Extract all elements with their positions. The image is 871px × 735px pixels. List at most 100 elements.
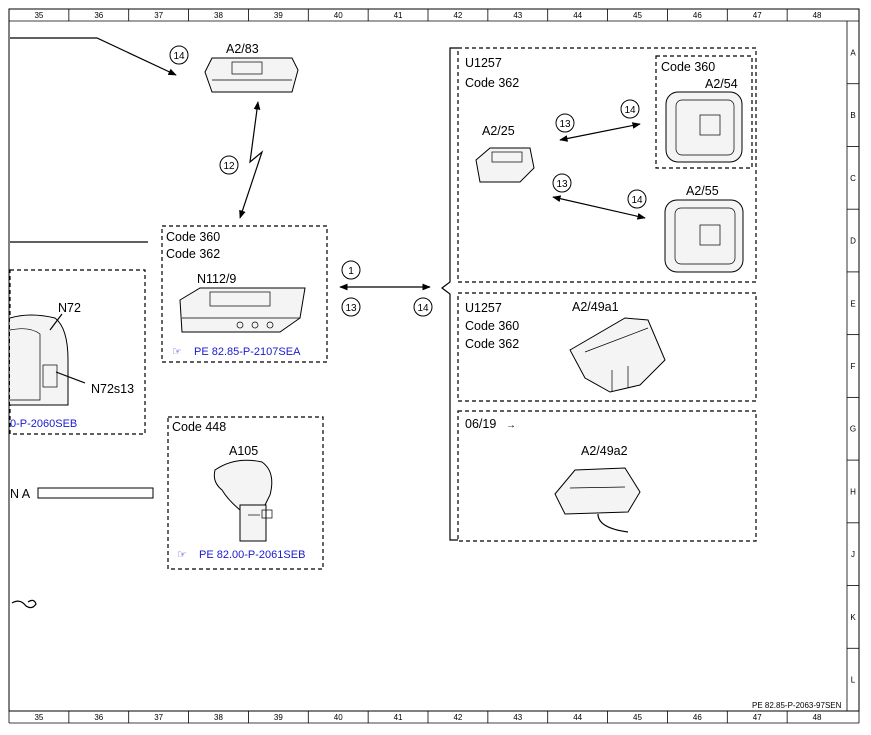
ruler-col-37: 37	[154, 11, 163, 20]
n112-9-code-2: Code 362	[166, 247, 220, 261]
u1257-mid-title: U1257	[465, 301, 502, 315]
ruler-col-44: 44	[573, 713, 582, 722]
svg-text:1: 1	[348, 266, 354, 277]
ruler-col-41: 41	[394, 11, 403, 20]
u1257-top-code: Code 362	[465, 76, 519, 90]
cable-end	[11, 599, 37, 609]
ruler-col-47: 47	[753, 11, 762, 20]
a2-83-component: A2/83	[204, 42, 299, 93]
ruler-row-G: G	[850, 425, 856, 434]
n72-ref: 0-P-2060SEB	[10, 418, 77, 430]
ruler-col-43: 43	[513, 11, 522, 20]
ruler-col-39: 39	[274, 11, 283, 20]
ruler-col-38: 38	[214, 11, 223, 20]
ruler-col-38: 38	[214, 713, 223, 722]
ruler-col-44: 44	[573, 11, 582, 20]
n72s13-label: N72s13	[91, 382, 134, 396]
connection-13-a	[555, 113, 575, 133]
svg-text:14: 14	[624, 105, 636, 116]
a105-selector-lever	[213, 459, 273, 542]
ruler-col-41: 41	[394, 713, 403, 722]
a105-box	[167, 416, 324, 570]
ruler-col-39: 39	[274, 713, 283, 722]
ruler-row-E: E	[850, 299, 855, 308]
ref-hand-icon: ☞	[172, 346, 182, 358]
ruler-row-H: H	[850, 487, 856, 496]
a2-25-label: A2/25	[482, 124, 515, 138]
svg-text:13: 13	[556, 179, 568, 190]
n112-9-label: N112/9	[197, 272, 236, 286]
incoming-line-a2-83	[10, 37, 177, 76]
ruler-col-45: 45	[633, 11, 642, 20]
connection-13	[341, 297, 361, 317]
svg-text:13: 13	[559, 119, 571, 130]
ref-hand-icon-2: ☞	[177, 549, 187, 561]
ruler-col-47: 47	[753, 713, 762, 722]
link-13-14-a	[559, 122, 641, 142]
ruler-col-46: 46	[693, 713, 702, 722]
a2-55-label: A2/55	[686, 184, 719, 198]
svg-text:14: 14	[173, 51, 185, 62]
ruler-col-37: 37	[154, 713, 163, 722]
a2-49a2-component	[554, 467, 641, 533]
ruler-col-35: 35	[34, 713, 43, 722]
a2-49a1-component	[569, 317, 666, 393]
ruler-col-48: 48	[813, 11, 822, 20]
a2-55-component	[664, 199, 744, 273]
n112-9-unit	[179, 287, 306, 333]
ruler-row-K: K	[850, 613, 856, 622]
a105-label: A105	[229, 444, 258, 458]
ruler-col-40: 40	[334, 11, 343, 20]
row-ruler-right: A B C D E F G H J K L	[847, 48, 859, 685]
date-arrow: →	[506, 420, 516, 431]
ruler-col-35: 35	[34, 11, 43, 20]
n72-box	[9, 269, 146, 435]
connection-14-b	[627, 189, 647, 209]
u1257-mid-box	[457, 292, 757, 402]
n112-9-code-1: Code 360	[166, 230, 220, 244]
ruler-col-43: 43	[513, 713, 522, 722]
n112-9-ref: PE 82.85-P-2107SEA	[194, 346, 301, 358]
a2-54-component	[665, 91, 743, 163]
ruler-row-A: A	[850, 48, 856, 57]
link-12	[239, 101, 264, 219]
connection-14-a	[620, 99, 640, 119]
a2-83-label: A2/83	[226, 42, 259, 56]
n112-9-box	[161, 225, 328, 363]
ruler-row-J: J	[851, 550, 855, 559]
date-label: 06/19	[465, 417, 496, 431]
svg-text:13: 13	[345, 303, 357, 314]
ruler-row-F: F	[851, 362, 856, 371]
connection-1	[341, 260, 361, 280]
u1257-top-box	[457, 47, 757, 283]
ruler-col-36: 36	[94, 713, 103, 722]
ruler-col-45: 45	[633, 713, 642, 722]
ruler-row-C: C	[850, 174, 856, 183]
a2-54-box	[655, 55, 753, 169]
a2-25-component	[475, 147, 535, 183]
ruler-row-D: D	[850, 237, 856, 246]
a105-code: Code 448	[172, 420, 226, 434]
ruler-col-42: 42	[453, 11, 462, 20]
ruler-col-36: 36	[94, 11, 103, 20]
connection-14-mid	[413, 297, 433, 317]
column-ruler-top: 35 36 37 38 39 40 41 42 43 44 45 46 47 48	[34, 9, 822, 21]
svg-text:12: 12	[223, 161, 235, 172]
u1257-mid-code-1: Code 360	[465, 319, 519, 333]
left-harness-bar	[37, 487, 154, 499]
ruler-col-42: 42	[453, 713, 462, 722]
n72-label: N72	[58, 301, 81, 315]
svg-text:14: 14	[417, 303, 429, 314]
connection-13-b	[552, 173, 572, 193]
right-bracket	[441, 47, 458, 541]
ruler-row-L: L	[851, 676, 856, 685]
ruler-col-48: 48	[813, 713, 822, 722]
link-13-14-b	[552, 195, 646, 220]
ruler-row-B: B	[850, 111, 855, 120]
left-bar-label: N A	[10, 487, 31, 501]
connection-14-top	[169, 45, 189, 65]
ruler-col-46: 46	[693, 11, 702, 20]
u1257-top-title: U1257	[465, 56, 502, 70]
